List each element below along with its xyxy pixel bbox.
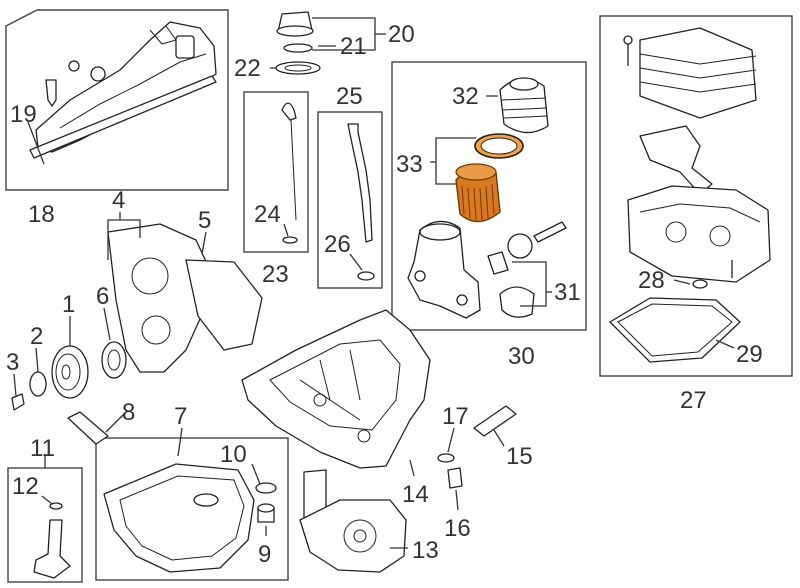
frame-guide-tube (317, 111, 383, 289)
callout-15: 15 (506, 443, 533, 470)
thermostat-part (487, 221, 567, 318)
frame-oil-pan (95, 437, 289, 581)
leader-lines (13, 17, 735, 549)
callout-24: 24 (254, 201, 281, 228)
callout-6: 6 (96, 283, 109, 310)
dipstick-part (281, 102, 298, 244)
callout-3: 3 (6, 349, 19, 376)
callout-32: 32 (452, 83, 479, 110)
callout-13: 13 (412, 537, 439, 564)
frame-dipstick (243, 91, 309, 253)
callout-22: 22 (234, 55, 261, 82)
drain-plug-part (255, 482, 277, 523)
oil-pan-part (103, 463, 255, 573)
callout-2: 2 (30, 323, 43, 350)
oil-filler-cap-part (275, 11, 321, 75)
callout-23: 23 (262, 261, 289, 288)
oil-filter-cap-part (499, 77, 549, 134)
oil-pump-part (299, 469, 407, 573)
callout-17: 17 (442, 403, 469, 430)
callout-31: 31 (554, 279, 581, 306)
callout-30: 30 (508, 343, 535, 370)
sealing-strip-part (67, 411, 109, 445)
callout-14: 14 (402, 481, 429, 508)
callout-9: 9 (258, 541, 271, 568)
callout-11: 11 (30, 435, 55, 462)
oil-cooler-part (609, 27, 771, 363)
callout-26: 26 (324, 231, 351, 258)
frame-oil-cooler (599, 15, 793, 377)
callout-29: 29 (736, 341, 763, 368)
callout-25: 25 (336, 83, 363, 110)
oil-level-sensor-part (33, 502, 71, 579)
upper-oil-pan-part (241, 309, 431, 469)
callout-28: 28 (638, 267, 665, 294)
callout-27: 27 (680, 387, 707, 414)
small-parts (437, 405, 517, 489)
callout-10: 10 (220, 441, 247, 468)
callout-19: 19 (10, 101, 37, 128)
callout-5: 5 (198, 207, 211, 234)
frame-oil-filter-housing (391, 61, 587, 331)
oil-filter-housing-part (407, 220, 481, 319)
callout-21: 21 (340, 33, 367, 60)
cylinder-head-cover-part (29, 21, 217, 159)
callout-8: 8 (122, 399, 135, 426)
oil-filter-element-highlighted (455, 133, 524, 223)
callout-12: 12 (12, 473, 39, 500)
callout-33: 33 (396, 151, 423, 178)
callout-18: 18 (28, 201, 55, 228)
callout-20: 20 (388, 21, 415, 48)
callout-numbers: 19 18 20 21 22 25 24 23 26 32 33 31 30 2… (6, 21, 763, 568)
frame-cylinder-head-cover (5, 9, 229, 191)
crankshaft-pulley-part (11, 341, 127, 411)
callout-7: 7 (174, 403, 187, 430)
timing-cover-part (107, 223, 263, 373)
dipstick-guide-tube-part (347, 123, 375, 281)
callout-16: 16 (444, 515, 471, 542)
callout-4: 4 (112, 187, 125, 214)
callout-1: 1 (62, 291, 75, 318)
